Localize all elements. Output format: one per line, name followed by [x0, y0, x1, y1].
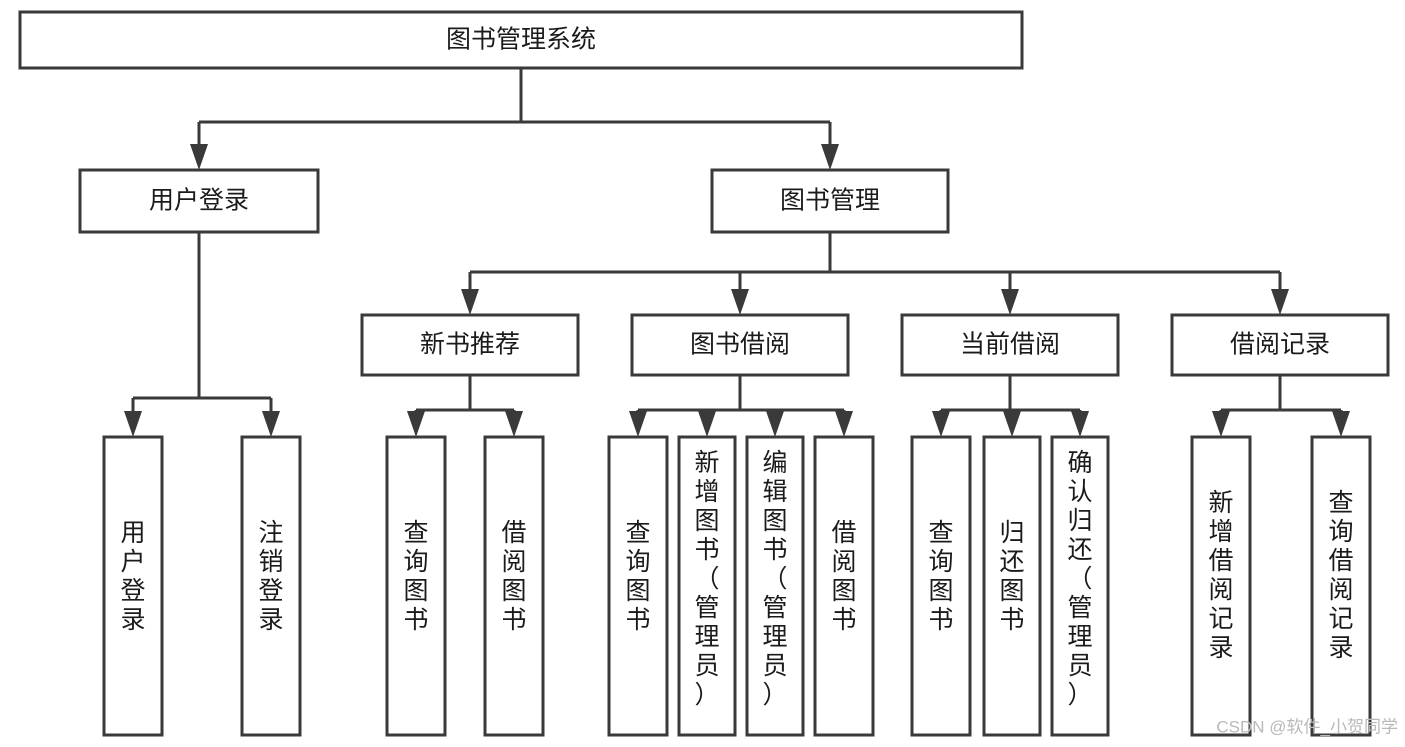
arrow-head-icon	[1071, 411, 1089, 437]
leaf-leaf-user-logout[interactable]: 注销登录	[240, 435, 302, 737]
connector-current-borrow-to-leaves	[932, 375, 1089, 437]
leaf-leaf-borrow-book-recommend[interactable]: 借阅图书	[483, 435, 545, 737]
node-label: 编辑图书（管理员）	[762, 449, 787, 709]
arrow-head-icon	[835, 411, 853, 437]
node-label: 注销登录	[258, 519, 283, 634]
leaf-leaf-query-book-current[interactable]: 查询图书	[910, 435, 972, 737]
arrow-head-icon	[629, 411, 647, 437]
arrow-head-icon	[766, 411, 784, 437]
node-book-management[interactable]: 图书管理	[710, 168, 950, 234]
connector-user-login-to-leaves	[124, 232, 280, 437]
leaf-leaf-user-login[interactable]: 用户登录	[102, 435, 164, 737]
node-box[interactable]	[710, 168, 950, 234]
node-current-borrow[interactable]: 当前借阅	[900, 313, 1120, 377]
node-box[interactable]	[360, 313, 580, 377]
node-label: 新书推荐	[420, 331, 520, 359]
node-label: 确认归还（管理员）	[1067, 449, 1092, 709]
node-box[interactable]	[18, 10, 1024, 70]
node-label: 查询借阅记录	[1328, 489, 1353, 662]
node-box[interactable]	[910, 435, 972, 737]
connector-book-management-to-level3	[461, 232, 1289, 315]
node-borrow-record[interactable]: 借阅记录	[1170, 313, 1390, 377]
arrow-head-icon	[1271, 289, 1289, 315]
node-label: 图书管理	[780, 187, 880, 215]
arrow-head-icon	[698, 411, 716, 437]
connector-borrow-record-to-leaves	[1212, 375, 1350, 437]
node-box[interactable]	[607, 435, 669, 737]
arrow-head-icon	[407, 411, 425, 437]
node-root[interactable]: 图书管理系统	[18, 10, 1024, 70]
node-label: 借阅图书	[831, 519, 856, 634]
node-label: 图书借阅	[690, 331, 790, 359]
csdn-watermark: CSDN @软件_小贺同学	[1216, 717, 1398, 736]
arrow-head-icon	[1332, 411, 1350, 437]
node-box[interactable]	[1170, 313, 1390, 377]
connector-book-borrow-to-leaves	[629, 375, 853, 437]
node-box[interactable]	[102, 435, 164, 737]
node-box[interactable]	[78, 168, 320, 234]
leaf-leaf-edit-book-admin[interactable]: 编辑图书（管理员）	[745, 435, 805, 737]
leaf-leaf-return-book[interactable]: 归还图书	[982, 435, 1042, 737]
leaf-leaf-confirm-return-admin[interactable]: 确认归还（管理员）	[1050, 435, 1110, 737]
nodes-layer: 图书管理系统用户登录图书管理新书推荐图书借阅当前借阅借阅记录用户登录注销登录查询…	[18, 10, 1390, 737]
node-box[interactable]	[813, 435, 875, 737]
arrow-head-icon	[731, 289, 749, 315]
connector-new-book-recommend-to-leaves	[407, 375, 523, 437]
node-box[interactable]	[1190, 435, 1252, 737]
node-label: 新增图书（管理员）	[694, 449, 719, 709]
node-label: 借阅记录	[1230, 331, 1330, 359]
node-label: 查询图书	[625, 519, 650, 634]
arrow-head-icon	[124, 411, 142, 437]
leaf-leaf-add-book-admin[interactable]: 新增图书（管理员）	[677, 435, 737, 737]
node-box[interactable]	[240, 435, 302, 737]
node-box[interactable]	[385, 435, 447, 737]
leaf-leaf-query-borrow-record[interactable]: 查询借阅记录	[1310, 435, 1372, 737]
node-label: 用户登录	[149, 187, 249, 215]
leaf-leaf-borrow-book-borrow[interactable]: 借阅图书	[813, 435, 875, 737]
arrow-head-icon	[932, 411, 950, 437]
node-label: 新增借阅记录	[1208, 489, 1233, 662]
node-label: 查询图书	[928, 519, 953, 634]
node-label: 用户登录	[120, 519, 145, 634]
connector-root-to-level2	[190, 68, 839, 170]
node-box[interactable]	[677, 435, 737, 737]
leaf-leaf-add-borrow-record[interactable]: 新增借阅记录	[1190, 435, 1252, 737]
arrow-head-icon	[1001, 289, 1019, 315]
node-box[interactable]	[900, 313, 1120, 377]
node-label: 当前借阅	[960, 331, 1060, 359]
arrow-head-icon	[505, 411, 523, 437]
arrow-head-icon	[461, 289, 479, 315]
node-book-borrow[interactable]: 图书借阅	[630, 313, 850, 377]
node-label: 归还图书	[999, 519, 1024, 634]
leaf-leaf-query-book-recommend[interactable]: 查询图书	[385, 435, 447, 737]
leaf-leaf-query-book-borrow[interactable]: 查询图书	[607, 435, 669, 737]
node-box[interactable]	[1050, 435, 1110, 737]
node-box[interactable]	[745, 435, 805, 737]
arrow-head-icon	[262, 411, 280, 437]
node-box[interactable]	[1310, 435, 1372, 737]
node-box[interactable]	[982, 435, 1042, 737]
node-label: 借阅图书	[501, 519, 526, 634]
connectors-layer	[124, 68, 1350, 437]
node-box[interactable]	[483, 435, 545, 737]
arrow-head-icon	[1212, 411, 1230, 437]
node-box[interactable]	[630, 313, 850, 377]
arrow-head-icon	[190, 144, 208, 170]
node-user-login[interactable]: 用户登录	[78, 168, 320, 234]
node-label: 图书管理系统	[446, 26, 596, 54]
arrow-head-icon	[821, 144, 839, 170]
node-new-book-recommend[interactable]: 新书推荐	[360, 313, 580, 377]
arrow-head-icon	[1003, 411, 1021, 437]
node-label: 查询图书	[403, 519, 428, 634]
